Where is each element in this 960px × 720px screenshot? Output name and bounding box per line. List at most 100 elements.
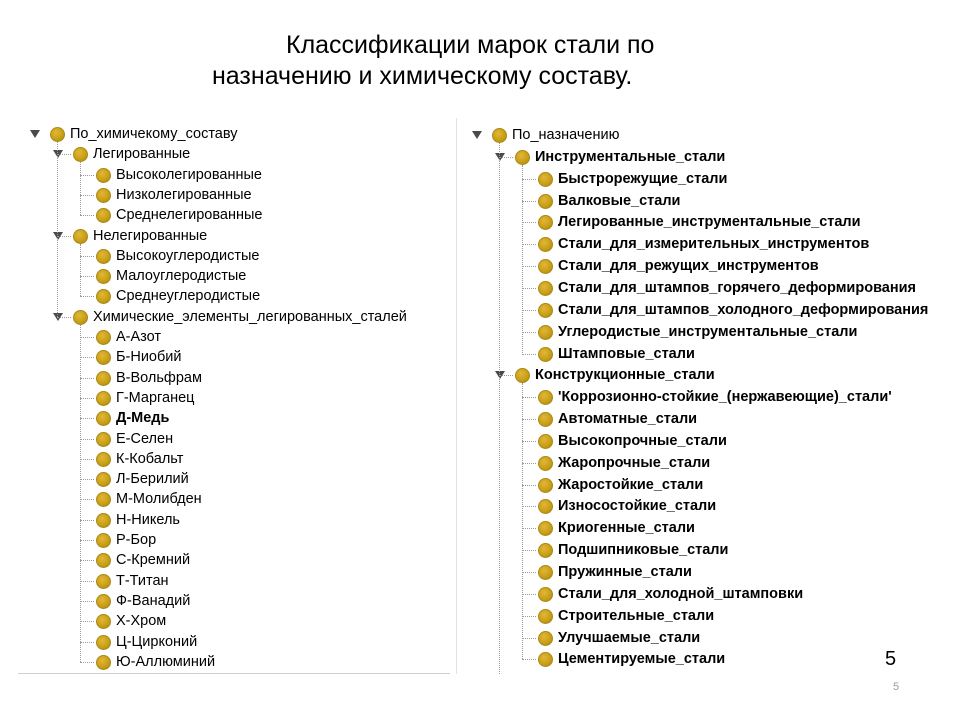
page-number-large: 5 bbox=[885, 648, 897, 670]
class-node-icon bbox=[96, 431, 111, 447]
tree-connector bbox=[80, 324, 81, 662]
tree-leaf-label[interactable]: Жаростойкие_стали bbox=[558, 476, 704, 493]
class-node-icon bbox=[96, 350, 111, 366]
tree-leaf-label[interactable]: 'Коррозионно-стойкие_(нержавеющие)_стали… bbox=[558, 389, 892, 406]
tree-leaf-label[interactable]: Ю-Аллюминий bbox=[116, 653, 216, 670]
tree-connector bbox=[80, 458, 94, 460]
tree-group-label[interactable]: Легированные bbox=[93, 146, 191, 163]
tree-leaf-label[interactable]: Высокопрочные_стали bbox=[558, 432, 727, 449]
tree-leaf-label[interactable]: Быстрорежущие_стали bbox=[558, 170, 728, 187]
class-node-icon bbox=[538, 499, 553, 515]
tree-leaf-label[interactable]: Стали_для_холодной_штамповки bbox=[558, 585, 804, 602]
tree-leaf-label[interactable]: Легированные_инструментальные_стали bbox=[558, 214, 861, 231]
tree-connector bbox=[522, 593, 536, 595]
tree-connector bbox=[499, 156, 513, 158]
tree-group-label[interactable]: Конструкционные_стали bbox=[535, 367, 715, 384]
class-node-icon bbox=[96, 634, 111, 650]
tree-connector bbox=[80, 580, 94, 582]
title-line-1: Классификации марок стали по bbox=[286, 31, 655, 59]
tree-leaf-label[interactable]: М-Молибден bbox=[116, 491, 202, 508]
class-node-icon bbox=[96, 167, 111, 183]
tree-leaf-label[interactable]: Б-Ниобий bbox=[116, 349, 182, 366]
tree-connector bbox=[80, 337, 94, 338]
tree-leaf-label[interactable]: Стали_для_штампов_горячего_деформировани… bbox=[558, 279, 916, 296]
class-node-icon bbox=[538, 543, 553, 559]
tree-root-label[interactable]: По_химичекому_составу bbox=[70, 126, 238, 142]
class-node-icon bbox=[96, 472, 111, 488]
tree-connector bbox=[57, 154, 71, 156]
title-line-2: назначению и химическому составу. bbox=[212, 62, 633, 90]
tree-leaf-label[interactable]: Малоуглеродистые bbox=[116, 268, 247, 285]
tree-leaf-label[interactable]: Р-Бор bbox=[116, 532, 157, 548]
tree-leaf-label[interactable]: Среднеуглеродистые bbox=[116, 288, 261, 305]
tree-connector bbox=[522, 484, 536, 486]
class-node-icon bbox=[538, 346, 553, 362]
tree-leaf-label[interactable]: Стали_для_измерительных_инструментов bbox=[558, 236, 870, 253]
tree-connector bbox=[80, 243, 81, 297]
tree-leaf-label[interactable]: Цементируемые_стали bbox=[558, 651, 726, 668]
tree-connector bbox=[80, 560, 94, 562]
class-node-icon bbox=[538, 302, 553, 318]
tree-root-label[interactable]: По_назначению bbox=[512, 127, 620, 143]
expand-toggle-icon[interactable] bbox=[472, 131, 482, 139]
class-node-icon bbox=[538, 521, 553, 537]
class-node-icon bbox=[96, 654, 111, 670]
tree-leaf-label[interactable]: Ц-Цирконий bbox=[116, 633, 198, 650]
tree-connector bbox=[522, 164, 523, 354]
tree-leaf-label[interactable]: Износостойкие_стали bbox=[558, 498, 717, 515]
tree-leaf-label[interactable]: Е-Селен bbox=[116, 430, 174, 447]
tree-leaf-label[interactable]: Строительные_стали bbox=[558, 607, 715, 624]
tree-leaf-label[interactable]: Низколегированные bbox=[116, 186, 252, 203]
class-node-icon bbox=[96, 451, 111, 467]
tree-connector bbox=[80, 276, 94, 278]
class-node-icon bbox=[538, 193, 553, 209]
class-node-icon bbox=[538, 455, 553, 471]
tree-leaf-label[interactable]: Т-Титан bbox=[116, 572, 169, 589]
class-node-icon bbox=[96, 330, 111, 345]
tree-connector bbox=[522, 462, 536, 464]
tree-leaf-label[interactable]: В-Вольфрам bbox=[116, 369, 202, 386]
tree-leaf-label[interactable]: Улучшаемые_стали bbox=[558, 629, 701, 646]
tree-leaf-label[interactable]: Штамповые_стали bbox=[558, 345, 695, 362]
tree-connector bbox=[80, 641, 94, 643]
class-node-icon bbox=[538, 171, 553, 187]
tree-leaf-label[interactable]: Л-Берилий bbox=[116, 471, 189, 488]
tree-leaf-label[interactable]: Д-Медь bbox=[116, 410, 170, 427]
tree-leaf-label[interactable]: К-Кобальт bbox=[116, 450, 184, 467]
tree-group-label[interactable]: Нелегированные bbox=[93, 227, 208, 244]
tree-leaf-label[interactable]: Г-Марганец bbox=[116, 389, 195, 406]
tree-leaf-label[interactable]: Пружинные_стали bbox=[558, 564, 692, 580]
tree-leaf-label[interactable]: Высокоуглеродистые bbox=[116, 247, 260, 264]
tree-leaf-label[interactable]: Стали_для_режущих_инструментов bbox=[558, 258, 819, 275]
class-node-icon bbox=[538, 652, 553, 668]
tree-leaf-label[interactable]: Х-Хром bbox=[116, 613, 167, 630]
tree-connector bbox=[522, 440, 536, 442]
class-node-icon bbox=[96, 573, 111, 589]
tree-leaf-label[interactable]: Среднелегированные bbox=[116, 207, 263, 224]
tree-leaf-label[interactable]: Жаропрочные_стали bbox=[558, 454, 711, 471]
tree-leaf-label[interactable]: Автоматные_стали bbox=[558, 411, 698, 428]
tree-leaf-label[interactable]: Подшипниковые_стали bbox=[558, 542, 729, 559]
class-node-icon bbox=[50, 127, 65, 142]
tree-leaf-label[interactable]: Валковые_стали bbox=[558, 192, 681, 209]
tree-group-label[interactable]: Химические_элементы_легированных_сталей bbox=[93, 308, 407, 325]
tree-leaf-label[interactable]: С-Кремний bbox=[116, 552, 191, 569]
tree-leaf-label[interactable]: Н-Никель bbox=[116, 511, 180, 528]
class-node-icon bbox=[96, 289, 111, 305]
tree-group-label[interactable]: Инструментальные_стали bbox=[535, 148, 726, 165]
tree-connector bbox=[522, 615, 536, 617]
class-node-icon bbox=[96, 208, 111, 224]
tree-leaf-label[interactable]: Ф-Ванадий bbox=[116, 592, 191, 609]
tree-leaf-label[interactable]: Стали_для_штампов_холодного_деформирован… bbox=[558, 301, 929, 318]
tree-leaf-label[interactable]: Высоколегированные bbox=[116, 166, 262, 183]
tree-leaf-label[interactable]: Криогенные_стали bbox=[558, 520, 695, 537]
expand-toggle-icon[interactable] bbox=[30, 130, 40, 138]
class-node-icon bbox=[96, 492, 111, 508]
tree-connector bbox=[522, 637, 536, 639]
class-node-icon bbox=[538, 280, 553, 296]
tree-leaf-label[interactable]: Углеродистые_инструментальные_стали bbox=[558, 323, 858, 340]
class-node-icon bbox=[538, 630, 553, 646]
tree-leaf-label[interactable]: А-Азот bbox=[116, 329, 162, 345]
class-node-icon bbox=[538, 215, 553, 231]
